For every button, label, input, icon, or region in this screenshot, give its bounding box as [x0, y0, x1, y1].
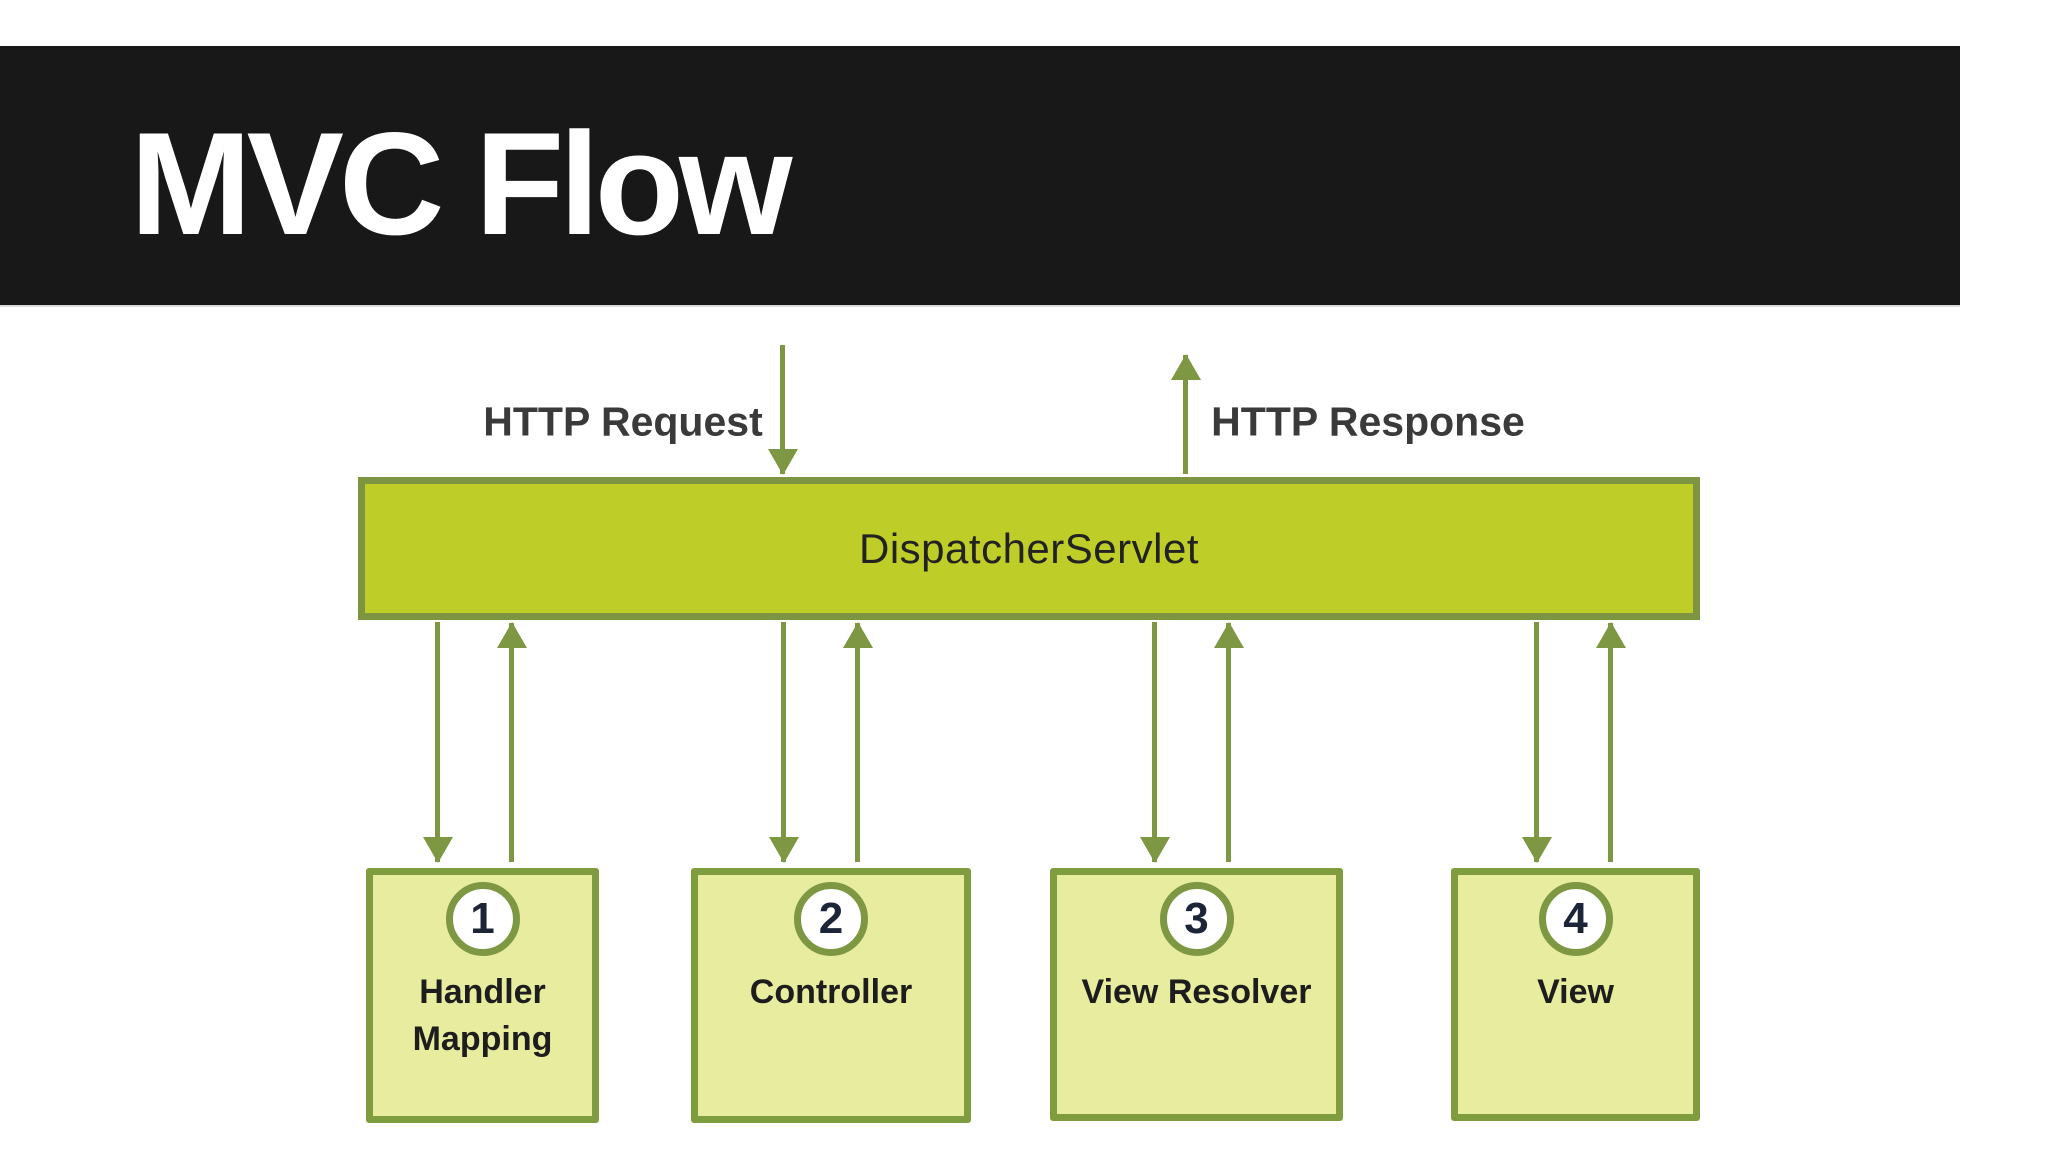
http-response-label: HTTP Response: [1211, 398, 1525, 445]
up-arrow-icon: [509, 623, 514, 862]
dispatcher-servlet-box: DispatcherServlet: [358, 477, 1700, 620]
step-number-badge: 4: [1538, 882, 1613, 956]
box-label-line: Controller: [749, 973, 913, 1011]
slide-title: MVC Flow: [130, 101, 792, 265]
title-band: MVC Flow: [0, 46, 1960, 307]
http-request-down-arrow-icon: [780, 345, 785, 474]
dispatcher-servlet-label: DispatcherServlet: [859, 524, 1199, 572]
box-label: View: [1537, 969, 1614, 1016]
box-label-line: Handler: [419, 973, 546, 1011]
http-request-label: HTTP Request: [483, 398, 763, 445]
down-arrow-icon: [781, 622, 786, 862]
box-label-line: View Resolver: [1081, 973, 1312, 1011]
box-label: View Resolver: [1082, 969, 1312, 1016]
http-response-up-arrow-icon: [1183, 355, 1188, 474]
down-arrow-icon: [1534, 622, 1539, 862]
step-number-badge: 3: [1159, 882, 1234, 956]
up-arrow-icon: [1608, 623, 1613, 862]
down-arrow-icon: [435, 622, 440, 862]
down-arrow-icon: [1152, 622, 1157, 862]
step-number-badge: 2: [794, 882, 868, 956]
up-arrow-icon: [855, 623, 860, 862]
box-label-line: View: [1537, 973, 1614, 1011]
step-number-badge: 1: [445, 882, 520, 956]
box-label-line: Mapping: [412, 1019, 553, 1058]
box-label: Controller: [750, 969, 912, 1016]
up-arrow-icon: [1226, 623, 1231, 862]
